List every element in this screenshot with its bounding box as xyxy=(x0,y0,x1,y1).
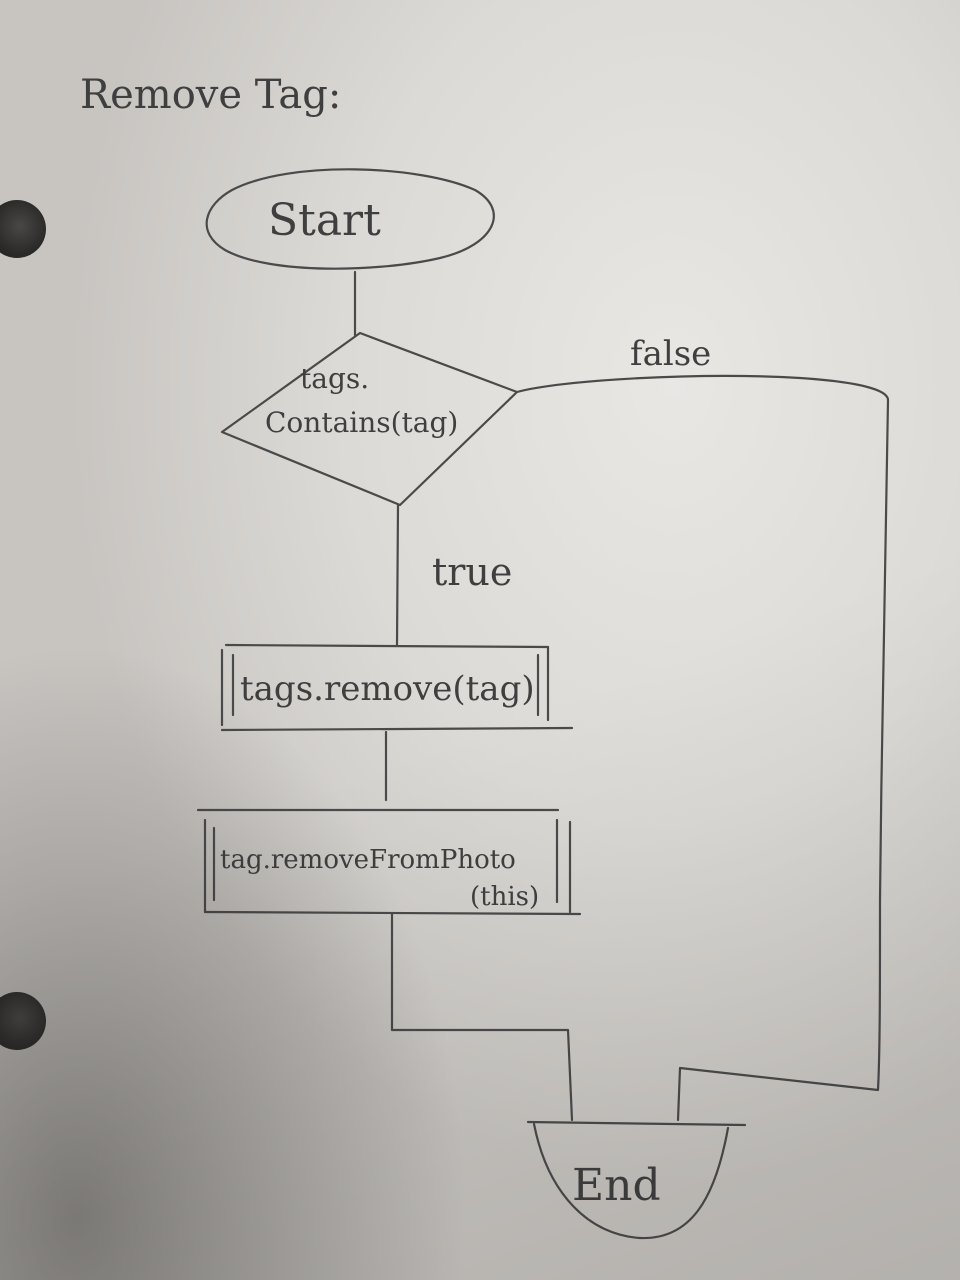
flowchart-title: Remove Tag: xyxy=(80,72,341,118)
end-terminal xyxy=(526,1120,747,1240)
decision-label-line1: tags. xyxy=(300,362,369,395)
start-terminal xyxy=(205,168,495,270)
edge-true-branch xyxy=(395,503,400,647)
process-box-remove-tag xyxy=(220,643,574,732)
binder-hole-bottom xyxy=(0,992,46,1050)
process-label-remove-from-photo-line2: (this) xyxy=(470,882,539,912)
false-edge-label: false xyxy=(630,334,711,374)
decision-label-line2: Contains(tag) xyxy=(265,406,458,439)
end-label: End xyxy=(572,1160,661,1211)
process-label-remove-tag: tags.remove(tag) xyxy=(240,669,535,709)
binder-hole-top xyxy=(0,200,46,258)
decision-diamond xyxy=(220,331,519,507)
edge-false-branch xyxy=(515,374,890,1122)
start-label: Start xyxy=(268,195,381,246)
true-edge-label: true xyxy=(432,550,512,594)
edge-process2-to-end xyxy=(390,912,574,1122)
process-label-remove-from-photo-line1: tag.removeFromPhoto xyxy=(220,845,516,875)
process-box-remove-from-photo xyxy=(196,808,582,916)
